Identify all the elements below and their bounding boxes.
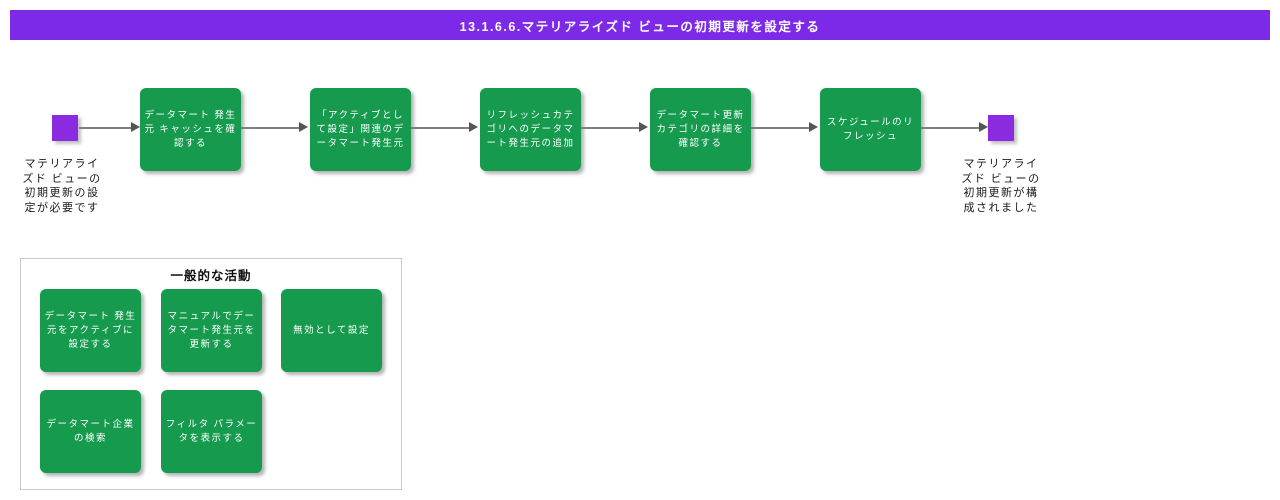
common-activities-panel: 一般的な活動 データマート 発生元をアクティブに設定する マニュアルでデータマー… — [20, 258, 402, 490]
activity-box-show-filter-parameters[interactable]: フィルタ パラメータを表示する — [161, 390, 262, 473]
step-box-check-refresh-category-details[interactable]: データマート更新カテゴリの詳細を確認する — [650, 88, 751, 171]
activity-label: データマート企業の検索 — [46, 419, 135, 444]
flow-arrow — [751, 123, 818, 132]
activity-label: マニュアルでデータマート発生元を更新する — [167, 311, 256, 350]
activity-box-search-datamart-enterprise[interactable]: データマート企業の検索 — [40, 390, 141, 473]
end-node-label: マテリアライズド ビューの初期更新が構成されました — [961, 158, 1041, 214]
step-label: 「アクティブとして設定」関連のデータマート発生元 — [316, 110, 405, 149]
start-node — [52, 115, 78, 141]
activity-box-manually-update-datamart-source[interactable]: マニュアルでデータマート発生元を更新する — [161, 289, 262, 372]
flow-arrow — [921, 123, 988, 132]
activity-label: データマート 発生元をアクティブに設定する — [44, 311, 137, 350]
end-node — [988, 115, 1014, 141]
common-activities-title: 一般的な活動 — [170, 269, 252, 283]
flow-arrow — [581, 123, 648, 132]
step-label: リフレッシュカテゴリへのデータマート発生元の追加 — [486, 110, 575, 149]
activity-box-set-as-disabled[interactable]: 無効として設定 — [281, 289, 382, 372]
step-label: スケジュールのリフレッシュ — [826, 117, 915, 142]
flow-arrow — [79, 123, 140, 132]
activity-box-set-datamart-source-active[interactable]: データマート 発生元をアクティブに設定する — [40, 289, 141, 372]
diagram-title-bar: 13.1.6.6.マテリアライズド ビューの初期更新を設定する — [10, 10, 1270, 40]
flow-arrow — [241, 123, 308, 132]
diagram-title: 13.1.6.6.マテリアライズド ビューの初期更新を設定する — [459, 19, 821, 34]
step-box-add-source-to-refresh-category[interactable]: リフレッシュカテゴリへのデータマート発生元の追加 — [480, 88, 581, 171]
flow-arrow — [411, 123, 478, 132]
step-label: データマート更新カテゴリの詳細を確認する — [656, 110, 745, 149]
step-box-check-datamart-source-cache[interactable]: データマート 発生元 キャッシュを確認する — [140, 88, 241, 171]
step-box-set-as-active-datamart-source[interactable]: 「アクティブとして設定」関連のデータマート発生元 — [310, 88, 411, 171]
activity-label: 無効として設定 — [293, 325, 370, 336]
step-box-schedule-refresh[interactable]: スケジュールのリフレッシュ — [820, 88, 921, 171]
step-label: データマート 発生元 キャッシュを確認する — [144, 110, 237, 149]
activity-label: フィルタ パラメータを表示する — [165, 419, 258, 444]
start-node-label: マテリアライズド ビューの初期更新の設定が必要です — [22, 158, 102, 214]
